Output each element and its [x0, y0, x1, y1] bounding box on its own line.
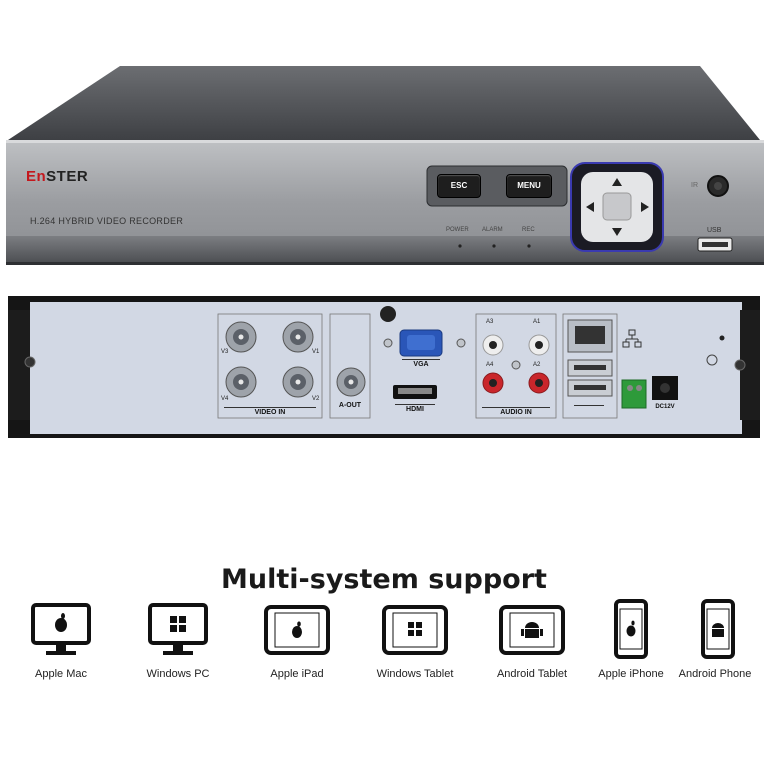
dvr-front-panel: EnSTER H.264 HYBRID VIDEO RECORDER ESC M…: [0, 0, 768, 280]
model-description: H.264 HYBRID VIDEO RECORDER: [30, 216, 184, 226]
video-channel-label-v3: V3: [221, 349, 229, 355]
dvr-front-body: [6, 66, 764, 265]
esc-button[interactable]: ESC: [437, 174, 481, 198]
usb-symbol-icon: [574, 405, 604, 412]
android-tablet-icon: [499, 605, 565, 655]
windows-monitor-icon: [148, 603, 208, 655]
power-led-label: POWER: [446, 227, 469, 233]
ethernet-port[interactable]: [568, 320, 612, 352]
support-headline: Multi-system support: [221, 564, 547, 595]
power-input-label: DC12V: [655, 404, 675, 410]
audio-channel-label-a1: A1: [533, 319, 541, 325]
device-list: Apple Mac Windows PC Apple iPad Windows …: [0, 595, 768, 695]
audio-in-label: AUDIO IN: [482, 407, 550, 416]
windows-tablet-icon: [382, 605, 448, 655]
usb-label: USB: [707, 227, 722, 234]
audio-out-label: A-OUT: [338, 402, 362, 409]
vga-label: VGA: [402, 359, 440, 368]
device-label-windows-pc: Windows PC: [146, 668, 210, 680]
device-icons: [31, 599, 735, 659]
video-channel-label-v4: V4: [221, 396, 229, 402]
audio-channel-label-a2: A2: [533, 362, 541, 368]
menu-button[interactable]: MENU: [506, 174, 552, 198]
device-label-apple-mac: Apple Mac: [35, 668, 87, 680]
device-label-android-tablet: Android Tablet: [496, 668, 568, 680]
usb-port[interactable]: [698, 238, 732, 251]
video-channel-label-v1: V1: [312, 349, 320, 355]
apple-phone-icon: [614, 599, 648, 659]
usb-ports[interactable]: [568, 360, 612, 396]
android-phone-icon: [701, 599, 735, 659]
device-label-android-phone: Android Phone: [678, 668, 752, 680]
alarm-led-label: ALARM: [482, 227, 503, 233]
device-label-windows-tablet: Windows Tablet: [376, 668, 454, 680]
video-channel-label-v2: V2: [312, 396, 320, 402]
device-label-apple-iphone: Apple iPhone: [598, 668, 664, 680]
navigation-pad[interactable]: [581, 172, 653, 242]
brand-logo: EnSTER: [26, 168, 89, 185]
audio-channel-label-a3: A3: [486, 319, 494, 325]
rec-led-label: REC: [522, 227, 535, 233]
video-in-label: VIDEO IN: [224, 407, 316, 416]
device-label-apple-ipad: Apple iPad: [270, 668, 324, 680]
dvr-back-panel: V3 V1 V4 V2 VIDEO IN A-OUT VGA HDMI A3 A…: [0, 290, 768, 440]
apple-tablet-icon: [264, 605, 330, 655]
audio-channel-label-a4: A4: [486, 362, 494, 368]
dvr-back-body: [8, 296, 760, 438]
apple-monitor-icon: [31, 603, 91, 655]
hdmi-label: HDMI: [395, 404, 435, 413]
ir-label: IR: [691, 182, 698, 189]
